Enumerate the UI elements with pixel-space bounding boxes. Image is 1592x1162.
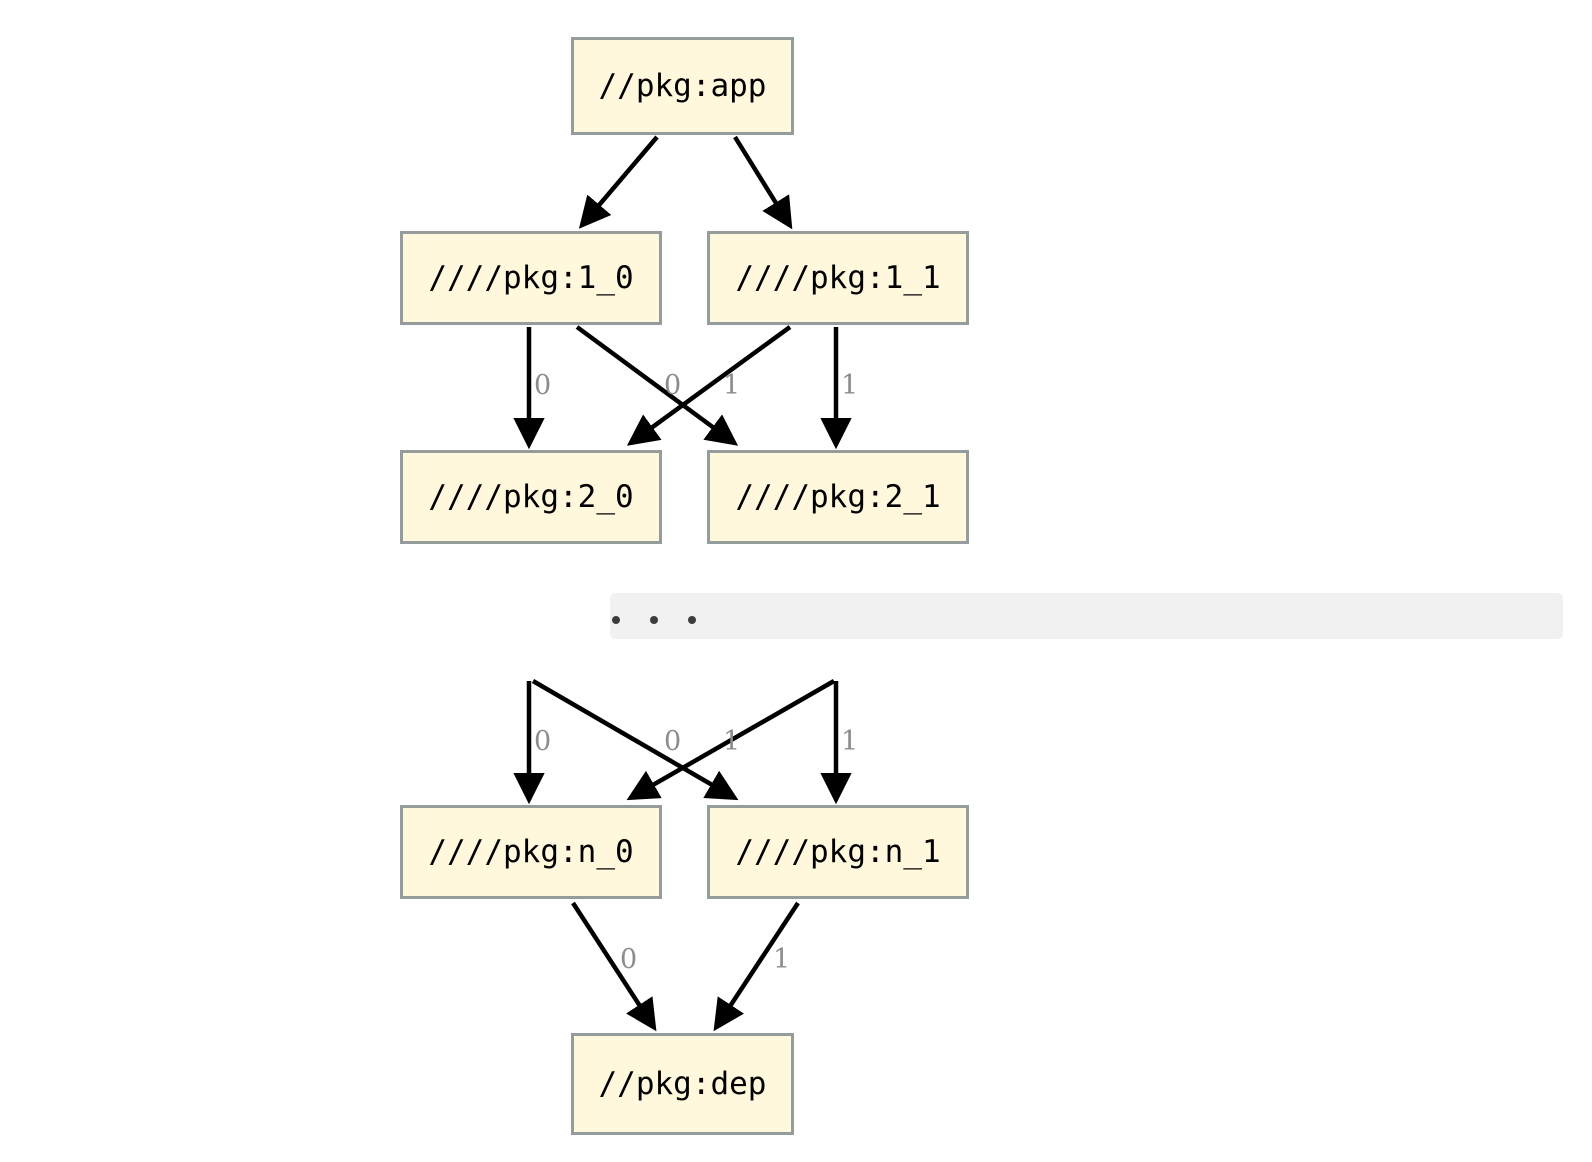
edge-label-1_0-2_1: 1 [723, 370, 741, 401]
node-pkg-2_0[interactable]: ////pkg:2_0 [400, 450, 662, 544]
edge-label-n_1-dep: 1 [773, 944, 791, 975]
ellipsis-dot [612, 616, 620, 624]
ellipsis-dot [650, 616, 658, 624]
node-label: ////pkg:2_1 [735, 478, 941, 515]
truncation-band [610, 593, 1563, 639]
edge-n_0-to-dep [571, 901, 657, 1032]
node-pkg-1_1[interactable]: ////pkg:1_1 [707, 231, 969, 325]
node-pkg-n_1[interactable]: ////pkg:n_1 [707, 805, 969, 899]
node-pkg-n_0[interactable]: ////pkg:n_0 [400, 805, 662, 899]
edge-1_1-to-2_0 [626, 325, 792, 446]
edge-above-cross-to-n_1 [531, 679, 739, 801]
edge-label-above-n_0: 0 [534, 726, 552, 757]
edge-label-1_0-2_0: 0 [534, 370, 552, 401]
node-pkg-2_1[interactable]: ////pkg:2_1 [707, 450, 969, 544]
edge-label-1_1-2_0: 0 [664, 370, 682, 401]
edge-app-to-1_0 [578, 135, 659, 229]
edge-above-cross-to-n_0 [626, 679, 836, 801]
edge-n_1-to-dep [713, 901, 800, 1032]
ellipsis-dot [688, 616, 696, 624]
node-pkg-1_0[interactable]: ////pkg:1_0 [400, 231, 662, 325]
node-dep[interactable]: //pkg:dep [571, 1033, 794, 1135]
node-label: ////pkg:1_0 [428, 259, 634, 296]
node-label: //pkg:dep [598, 1065, 767, 1102]
edge-app-to-1_1 [733, 135, 793, 230]
edge-label-above-cross-n_1: 1 [841, 726, 859, 757]
edge-label-n_0-dep: 0 [620, 944, 638, 975]
node-label: ////pkg:1_1 [735, 259, 941, 296]
edge-label-above-n_1: 1 [723, 726, 741, 757]
node-app[interactable]: //pkg:app [571, 37, 794, 135]
node-label: ////pkg:2_0 [428, 478, 634, 515]
node-label: ////pkg:n_0 [428, 833, 634, 870]
edge-label-above-cross-n_0: 0 [664, 726, 682, 757]
ellipsis-icon [612, 616, 726, 624]
edge-label-1_1-2_1: 1 [841, 370, 859, 401]
node-label: ////pkg:n_1 [735, 833, 941, 870]
edge-1_0-to-2_1 [575, 325, 739, 446]
node-label: //pkg:app [598, 67, 767, 104]
